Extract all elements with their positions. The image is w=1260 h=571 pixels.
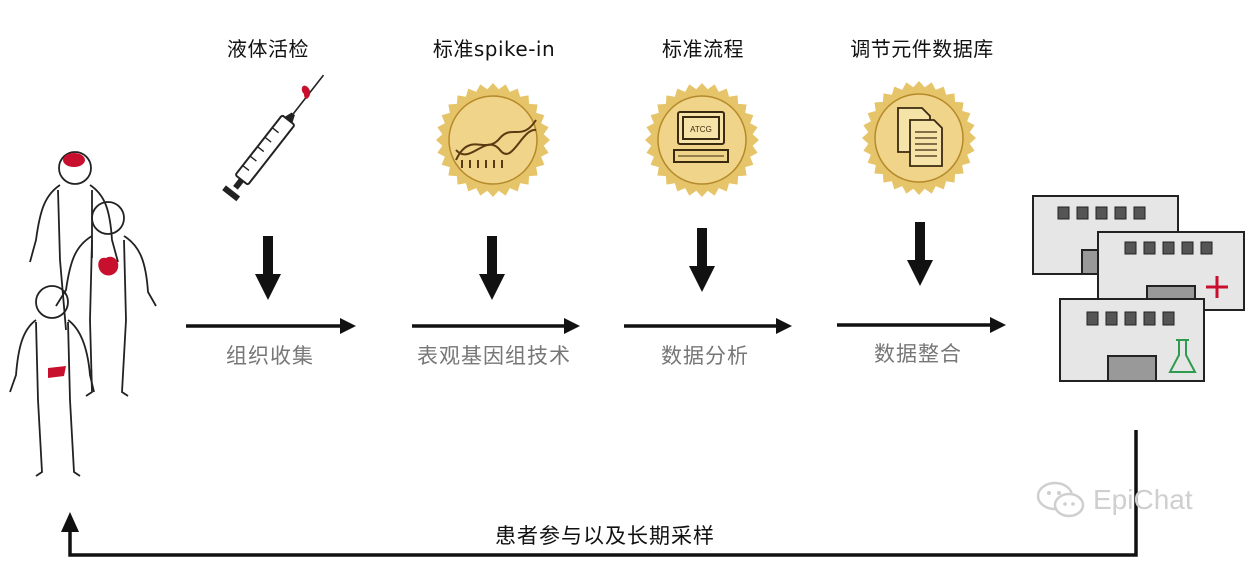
step-epigenomic-tech: 表观基因组技术 [417,344,571,368]
down-arrow [907,222,933,286]
horizontal-arrows [186,317,1006,334]
arrow-tissue-collection [186,318,356,334]
patient-figure-middle [55,201,157,397]
watermark: EpiChat [1035,480,1193,520]
down-arrow [689,228,715,292]
label-standard-pipeline: 标准流程 [662,37,744,61]
flask-icon [1168,339,1197,373]
brain-mark [63,153,85,167]
feedback-label: 患者参与以及长期采样 [495,524,715,548]
monitor-text: ATCG [690,125,712,134]
heart-mark [98,256,119,276]
step-tissue-collection: 组织收集 [226,344,314,368]
down-arrows [255,222,933,300]
patients-icon [9,151,157,477]
arrow-data-integration [837,317,1006,333]
wechat-icon [1036,481,1085,518]
arrow-data-analysis [624,318,792,334]
syringe-icon [222,74,325,202]
down-arrow [479,236,505,300]
down-arrow [255,236,281,300]
dna-badge-icon [436,83,550,197]
liver-mark [48,366,66,378]
arrow-epigenomic-tech [412,318,580,334]
red-cross-icon [1206,276,1228,298]
step-data-integration: 数据整合 [874,342,962,366]
blood-drop-icon [301,85,311,99]
watermark-text: EpiChat [1093,484,1193,515]
hospital-building-front [1059,298,1205,382]
label-regulatory-db: 调节元件数据库 [850,37,994,61]
feedback-loop-arrow [61,430,1138,557]
step-data-analysis: 数据分析 [661,344,749,368]
computer-icon: ATCG [673,111,729,163]
label-liquid-biopsy: 液体活检 [227,37,309,61]
patient-figure-back [29,151,119,331]
patient-figure-front [9,285,95,477]
label-standard-spike-in: 标准spike-in [432,37,556,61]
hospital-icon [1032,195,1245,382]
hospital-building-middle [1097,231,1245,311]
documents-icon [897,107,943,167]
dna-strand [455,119,537,168]
